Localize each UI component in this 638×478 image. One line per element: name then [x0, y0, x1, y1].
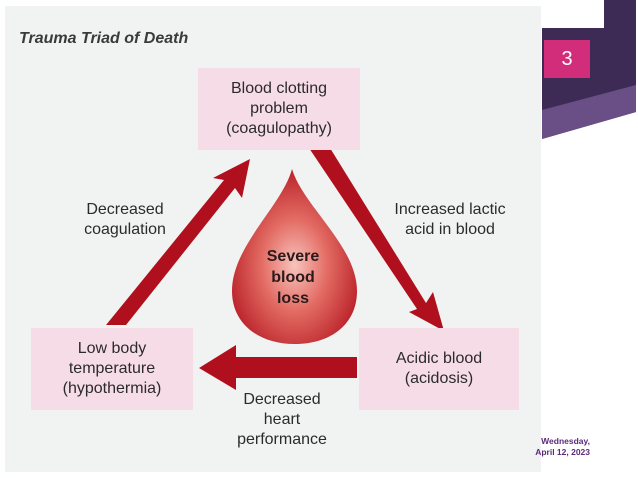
edge-label-decreased-coagulation-line2: coagulation	[84, 221, 166, 238]
diagram-title: Trauma Triad of Death	[19, 30, 189, 47]
node-coagulopathy: Blood clotting problem (coagulopathy)	[198, 68, 360, 150]
arrows-layer	[106, 148, 444, 390]
diagram-panel: Trauma Triad of Death Blood clotting pr	[5, 6, 541, 472]
arrow-left-to-top	[106, 159, 250, 325]
arrow-right-to-left	[199, 345, 357, 390]
edge-label-decreased-heart-performance-line3: performance	[237, 431, 327, 448]
center-label-line2: blood	[271, 269, 315, 286]
edge-label-decreased-coagulation: Decreased coagulation	[65, 200, 185, 240]
node-acidosis: Acidic blood (acidosis)	[359, 328, 519, 410]
edge-label-decreased-heart-performance-line1: Decreased	[243, 391, 321, 408]
node-coagulopathy-line3: (coagulopathy)	[226, 120, 332, 137]
node-coagulopathy-line1: Blood clotting	[230, 80, 328, 97]
edge-label-increased-lactic-acid-line2: acid in blood	[405, 221, 495, 238]
arrow-top-to-right	[309, 148, 444, 331]
slide-date: Wednesday, April 12, 2023	[520, 436, 590, 458]
node-acidosis-line2: (acidosis)	[404, 370, 474, 387]
slide-number: 3	[544, 40, 590, 78]
node-hypothermia-line1: Low body	[77, 340, 147, 357]
edge-label-increased-lactic-acid-line1: Increased lactic	[394, 201, 506, 218]
edge-label-decreased-coagulation-line1: Decreased	[86, 201, 164, 218]
node-hypothermia-line3: (hypothermia)	[62, 380, 162, 397]
blood-drop	[232, 169, 357, 344]
center-label-line1: Severe	[266, 248, 320, 265]
node-acidosis-line1: Acidic blood	[395, 350, 483, 367]
node-hypothermia: Low body temperature (hypothermia)	[31, 328, 193, 410]
edge-label-decreased-heart-performance-line2: heart	[263, 411, 301, 428]
node-coagulopathy-line2: problem	[250, 100, 308, 117]
center-label-line3: loss	[276, 290, 309, 307]
center-label: Severe blood loss	[241, 246, 345, 309]
edge-label-decreased-heart-performance: Decreased heart performance	[217, 390, 347, 450]
slide-date-line2: April 12, 2023	[535, 447, 590, 457]
edge-label-increased-lactic-acid: Increased lactic acid in blood	[377, 200, 523, 240]
slide-date-line1: Wednesday,	[541, 436, 590, 446]
node-hypothermia-line2: temperature	[68, 360, 156, 377]
